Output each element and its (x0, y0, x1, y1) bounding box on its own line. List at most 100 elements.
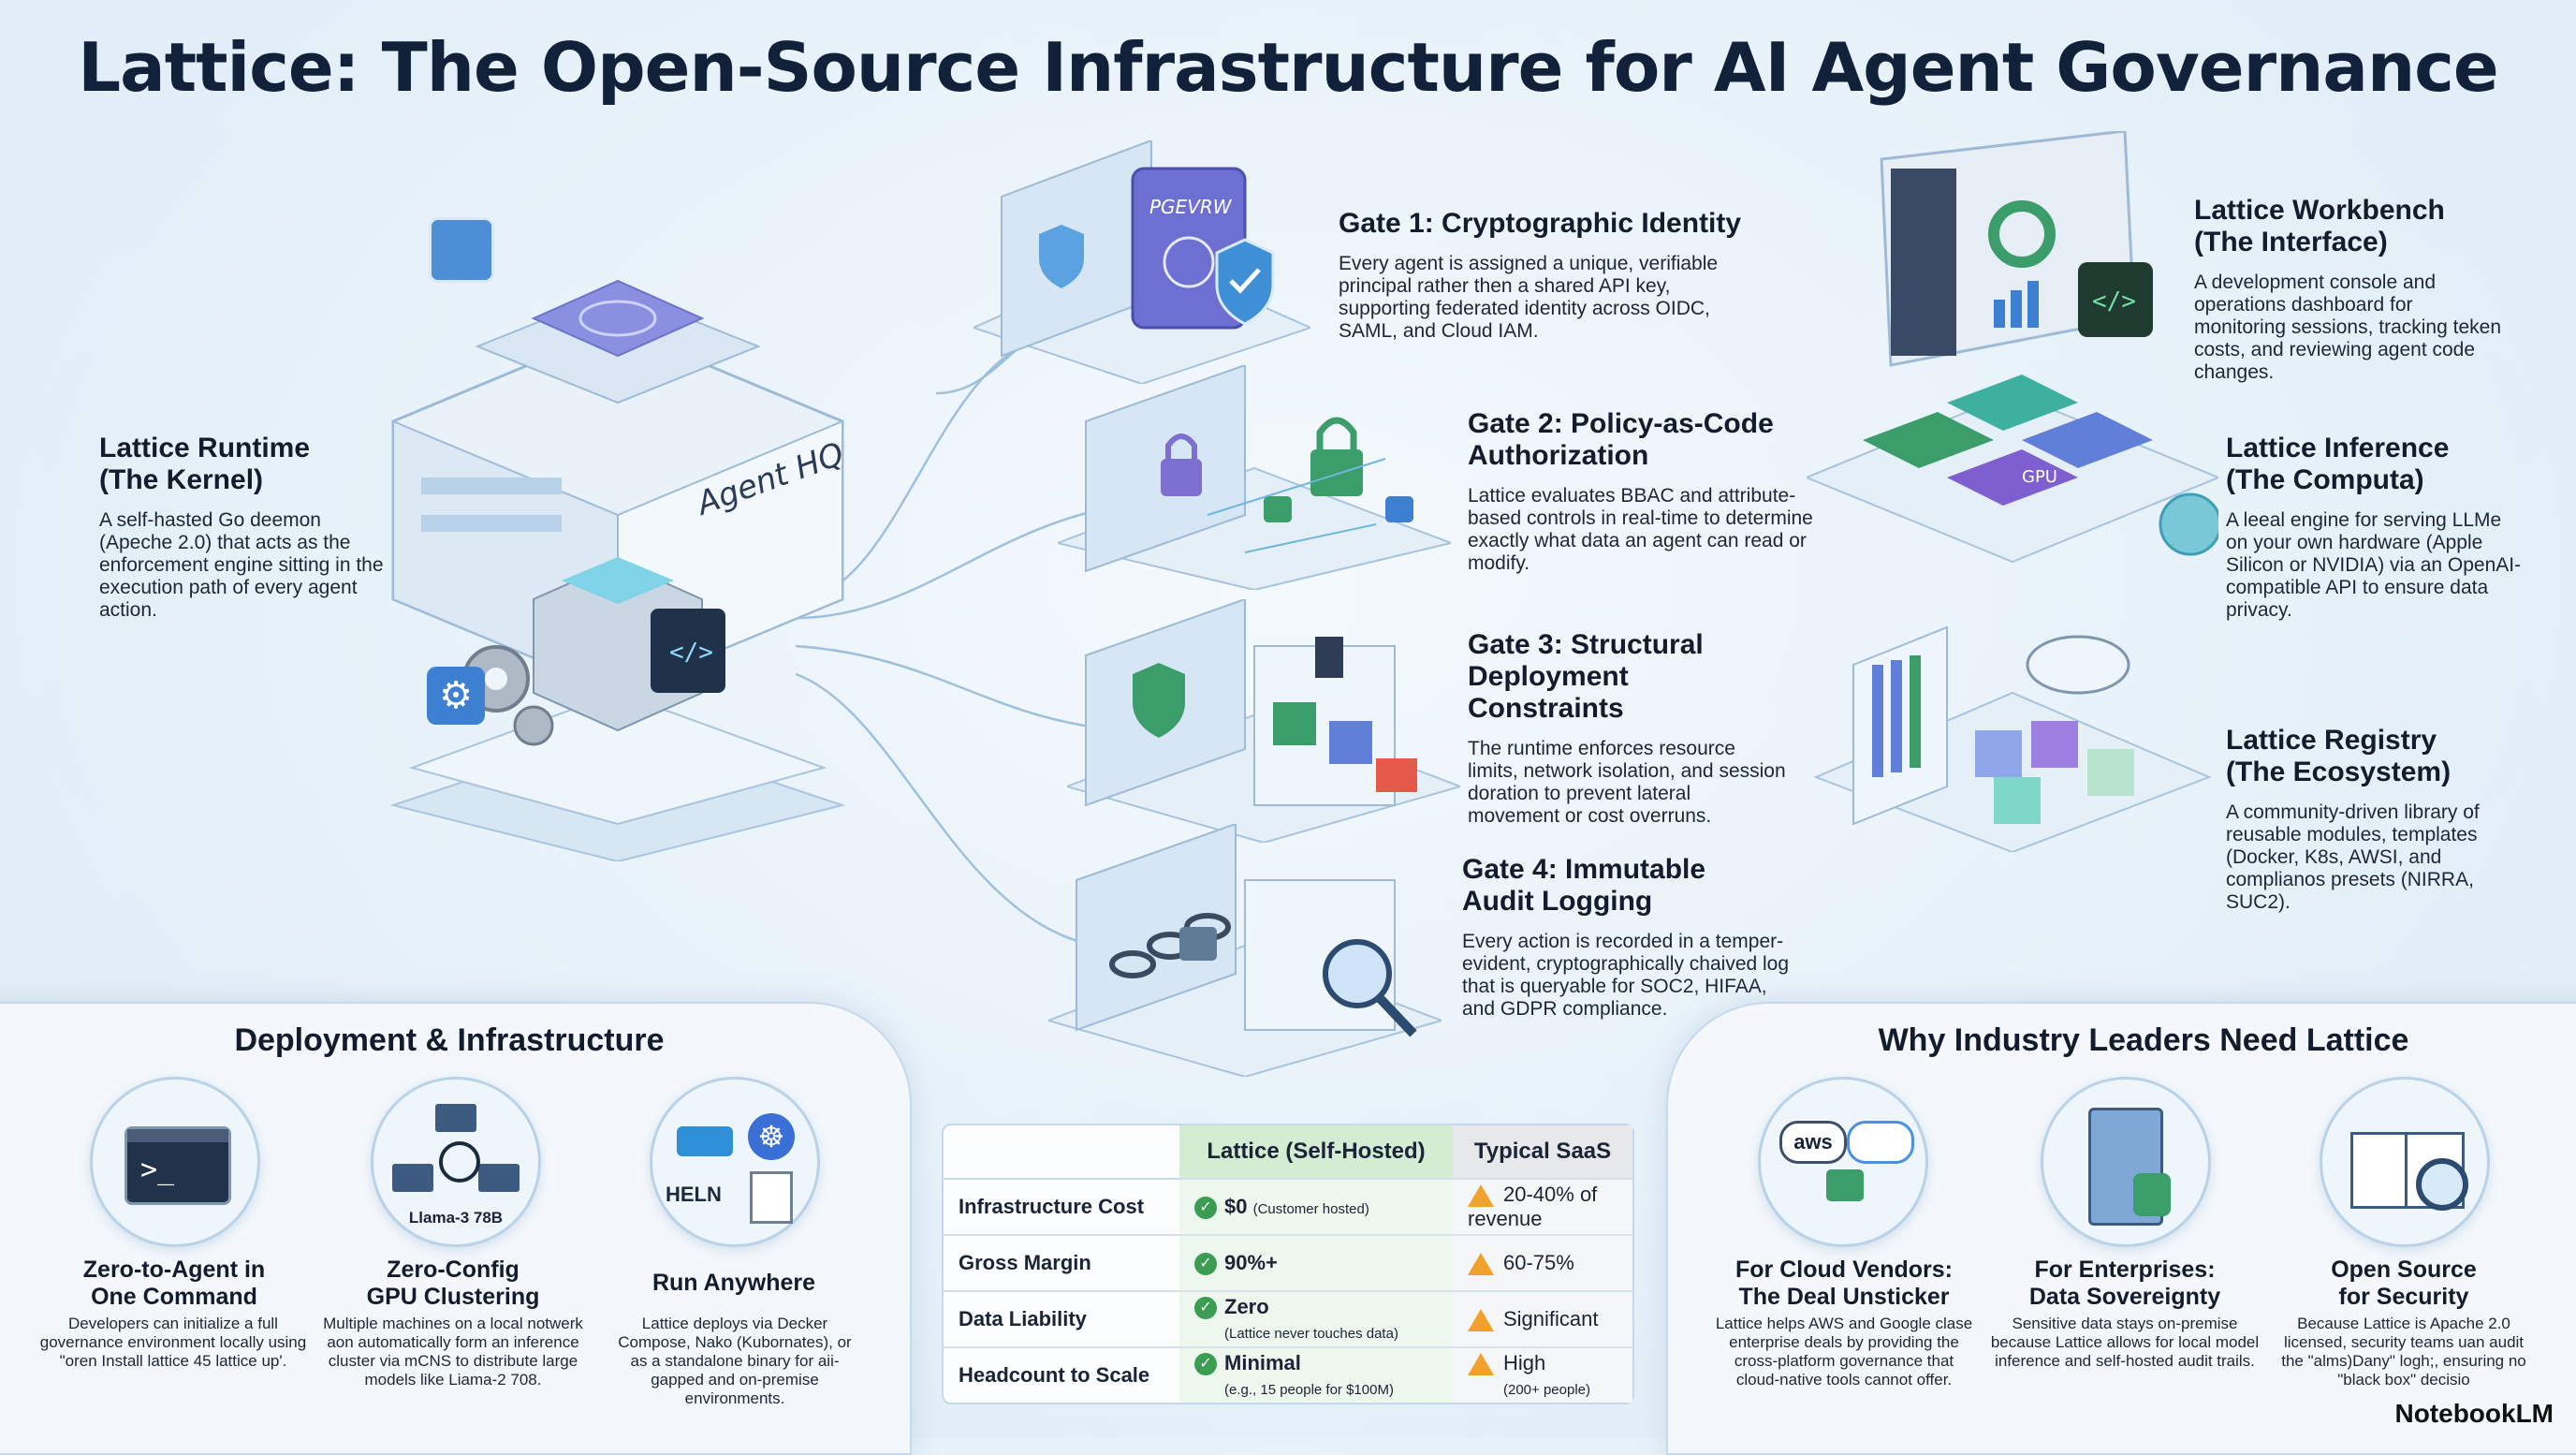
deploy-item3-desc: Lattice deploys via Decker Compose, Nako… (618, 1315, 852, 1407)
open-book-icon (2320, 1077, 2490, 1247)
workbench-block: Lattice Workbench (The Interface) A deve… (2194, 195, 2503, 384)
gpu-cluster-caption: Llama-3 78B (408, 1209, 504, 1227)
check-icon: ✓ (1194, 1253, 1217, 1276)
saas-value: High (1503, 1350, 1546, 1374)
cloud-vendors-icon: aws (1758, 1077, 1928, 1247)
deploy-item2-desc: Multiple machines on a local notwerk aon… (323, 1315, 583, 1389)
docker-icon (677, 1126, 733, 1156)
warning-icon (1468, 1184, 1494, 1208)
terminal-icon: >_ (90, 1077, 260, 1247)
why-item1-title: For Cloud Vendors: The Deal Unsticker (1735, 1257, 1953, 1310)
deployment-title: Deployment & Infrastructure (234, 1022, 665, 1058)
enterprise-server-icon (2041, 1077, 2211, 1247)
kubernetes-icon: ☸ (748, 1113, 795, 1160)
magnifier-icon (2416, 1158, 2468, 1211)
gate3-illustration (1067, 599, 1460, 843)
table-header-empty (944, 1125, 1179, 1180)
table-header-lattice: Lattice (Self-Hosted) (1179, 1125, 1453, 1180)
deploy-item1-desc: Developers can initialize a full governa… (39, 1315, 307, 1370)
gate4-heading: Gate 4: Immutable Audit Logging (1462, 854, 1706, 917)
table-row: Gross Margin ✓ 90%+ 60-75% (944, 1236, 1632, 1292)
table-row: Infrastructure Cost ✓ $0 (Customer hosted… (944, 1180, 1632, 1236)
warning-icon (1468, 1309, 1494, 1332)
lattice-value: Zero (1224, 1294, 1269, 1318)
aws-caption: aws (1779, 1121, 1847, 1164)
check-icon: ✓ (1194, 1197, 1217, 1220)
gate1-body: Every agent is assigned a unique, verifi… (1339, 253, 1719, 342)
gate1-heading: Gate 1: Cryptographic Identity (1339, 208, 1742, 239)
deploy-item3-title: Run Anywhere (651, 1270, 816, 1296)
gpu-cluster-icon: Llama-3 78B (371, 1077, 541, 1247)
inference-body: A leeal engine for serving LLMe on your … (2226, 509, 2522, 621)
why-title: Why Industry Leaders Need Lattice (1878, 1022, 2409, 1058)
gate1-block: Gate 1: Cryptographic Identity Every age… (1339, 208, 1760, 343)
gate3-body: The runtime enforces resource limits, ne… (1468, 738, 1786, 827)
registry-body: A community-driven library of reusable m… (2226, 801, 2480, 913)
workbench-body: A development console and operations das… (2194, 272, 2501, 383)
lattice-note: (e.g., 15 people for $100M) (1224, 1382, 1394, 1399)
helm-caption: HELN (666, 1183, 722, 1206)
warning-icon (1468, 1353, 1494, 1376)
why-item1-desc: Lattice helps AWS and Google clase enter… (1715, 1315, 1973, 1389)
row-label: Data Liability (944, 1292, 1179, 1348)
deploy-item2-title: Zero-Config GPU Clustering (366, 1257, 540, 1310)
shield-icon (2133, 1173, 2171, 1216)
saas-value: Significant (1503, 1306, 1599, 1330)
page-title: Lattice: The Open-Source Infrastructure … (78, 28, 2499, 107)
document-icon (750, 1171, 793, 1224)
run-anywhere-icon: ☸ HELN (650, 1077, 820, 1247)
why-item2-desc: Sensitive data stays on-premise because … (1990, 1315, 2260, 1370)
table-header-row: Lattice (Self-Hosted) Typical SaaS (944, 1125, 1632, 1180)
gate3-heading: Gate 3: Structural Deployment Constraint… (1468, 629, 1704, 724)
registry-heading: Lattice Registry (The Ecosystem) (2226, 725, 2452, 787)
gate4-body: Every action is recorded in a temper-evi… (1462, 931, 1790, 1020)
lock-icon (1826, 1169, 1864, 1201)
inference-heading: Lattice Inference (The Computa) (2226, 433, 2450, 495)
notebooklm-watermark: NotebookLM (2394, 1399, 2554, 1428)
table-row: Headcount to Scale ✓Minimal(e.g., 15 peo… (944, 1348, 1632, 1403)
deploy-item1-title: Zero-to-Agent in One Command (82, 1257, 266, 1310)
svg-text:</>: </> (2092, 287, 2136, 316)
row-label: Infrastructure Cost (944, 1180, 1179, 1236)
gate3-block: Gate 3: Structural Deployment Constraint… (1468, 629, 1786, 828)
google-cloud-icon (1847, 1121, 1914, 1164)
lattice-note: (Customer hosted) (1252, 1200, 1369, 1217)
workbench-illustration: </> (1880, 131, 2153, 367)
table-row: Data Liability ✓ Zero (Lattice never touch… (944, 1292, 1632, 1348)
check-icon: ✓ (1194, 1297, 1217, 1320)
gate4-block: Gate 4: Immutable Audit Logging Every ac… (1462, 854, 1799, 1021)
gate1-illustration: PGEVRW (973, 140, 1310, 384)
comparison-table: Lattice (Self-Hosted) Typical SaaS Infra… (942, 1124, 1634, 1404)
saas-value: 20-40% of revenue (1468, 1182, 1598, 1231)
gear-icon: ⚙ (427, 667, 485, 725)
gate2-illustration (1058, 365, 1451, 590)
gate4-illustration (1048, 824, 1442, 1077)
gate2-block: Gate 2: Policy-as-Code Authorization Lat… (1468, 408, 1814, 575)
saas-note: (200+ people) (1503, 1382, 1590, 1399)
runtime-body: A self-hasted Go deemon (Apeche 2.0) tha… (99, 509, 384, 621)
network-icon (429, 217, 494, 283)
gate2-heading: Gate 2: Policy-as-Code Authorization (1468, 408, 1774, 471)
runtime-block: Lattice Runtime (The Kernel) A self-hast… (99, 433, 389, 622)
runtime-heading: Lattice Runtime (The Kernel) (99, 433, 311, 495)
why-item2-title: For Enterprises: Data Sovereignty (2028, 1257, 2221, 1310)
registry-illustration (1813, 625, 2212, 852)
lattice-value: $0 (1224, 1194, 1248, 1218)
inference-block: Lattice Inference (The Computa) A leeal … (2226, 433, 2525, 622)
workbench-heading: Lattice Workbench (The Interface) (2194, 195, 2445, 257)
gate1-card-label: PGEVRW (1149, 196, 1233, 218)
inference-illustration: GPU (1807, 375, 2218, 564)
why-item3-title: Open Source for Security (2331, 1257, 2477, 1310)
gpu-chip-label: GPU (2022, 467, 2057, 487)
check-icon: ✓ (1194, 1353, 1217, 1376)
lattice-value: 90%+ (1224, 1250, 1278, 1274)
lattice-note: (Lattice never touches data) (1224, 1326, 1398, 1343)
saas-value: 60-75% (1503, 1250, 1574, 1274)
warning-icon (1468, 1253, 1494, 1276)
row-label: Headcount to Scale (959, 1363, 1150, 1387)
agent-hq-illustration: Agent HQ </> (389, 279, 849, 861)
registry-block: Lattice Registry (The Ecosystem) A commu… (2226, 725, 2525, 914)
row-label: Gross Margin (944, 1236, 1179, 1292)
gate2-body: Lattice evaluates BBAC and attribute-bas… (1468, 485, 1813, 574)
table-header-saas: Typical SaaS (1453, 1125, 1632, 1180)
